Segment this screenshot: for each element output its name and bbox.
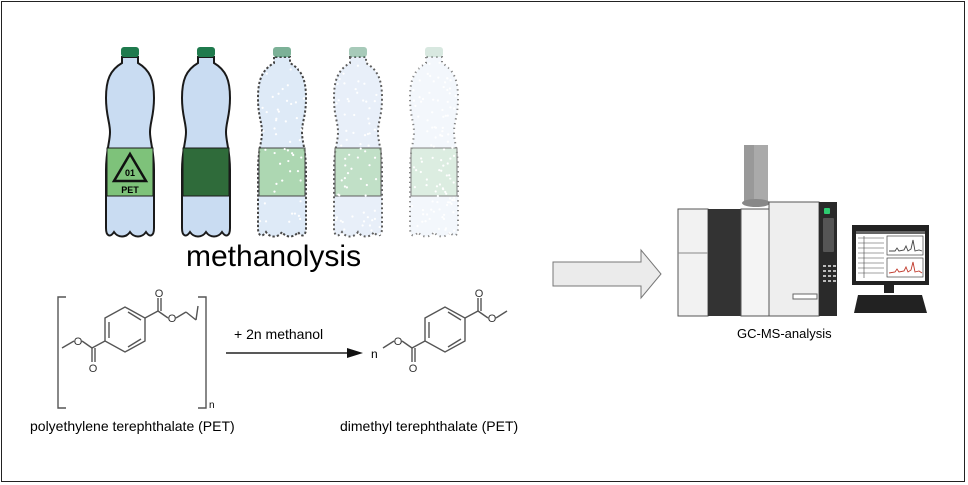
bottle-label — [182, 147, 230, 197]
oxygen-atom-label: O — [394, 336, 403, 348]
bottle — [332, 47, 384, 238]
dmt-structure — [382, 298, 508, 362]
bottle-cap — [273, 47, 291, 57]
oxygen-atom-label: O — [409, 363, 418, 375]
bottle-body — [332, 56, 384, 238]
chromatogram-bottom — [888, 261, 923, 274]
reagent-label: + 2n methanol — [234, 326, 324, 342]
product-coefficient: n — [371, 347, 378, 361]
right-bracket — [198, 296, 207, 409]
process-title: methanolysis — [186, 240, 362, 273]
oxygen-atom-label: O — [488, 313, 497, 325]
bottle-cap — [425, 47, 443, 57]
left-bracket — [57, 296, 66, 409]
oxygen-atom-label: O — [155, 288, 164, 300]
reactant-name: polyethylene terephthalate (PET) — [30, 418, 235, 434]
recycling-code: 01 — [125, 168, 135, 178]
oxygen-atom-label: O — [74, 336, 83, 348]
repeat-subscript: n — [209, 400, 215, 411]
keyboard — [854, 295, 927, 313]
bottle-cap — [197, 47, 215, 57]
gc-left-panel — [677, 208, 709, 317]
bottle-label — [410, 147, 458, 197]
computer-monitor — [852, 225, 929, 313]
instrument-caption: GC-MS-analysis — [737, 326, 832, 341]
oxygen-atom-label: O — [89, 363, 98, 375]
bottle-label — [334, 147, 382, 197]
bottle-cap — [349, 47, 367, 57]
bottle — [256, 47, 308, 238]
oxygen-atom-label: O — [475, 288, 484, 300]
chromatogram-top — [889, 239, 923, 252]
recycle-icon — [111, 151, 149, 183]
control-screen — [823, 218, 834, 252]
autosampler-tower — [742, 145, 770, 207]
bottle-cap — [121, 47, 139, 57]
product-name: dimethyl terephthalate (PET) — [340, 418, 519, 434]
gc-dark-panel — [708, 209, 741, 316]
reaction-arrow-head — [347, 348, 363, 358]
recycling-label: PET — [121, 185, 139, 195]
bottle — [180, 47, 232, 238]
gc-mid-panel — [740, 208, 770, 317]
bottle — [408, 47, 460, 238]
status-light — [824, 208, 830, 214]
oxygen-atom-label: O — [168, 313, 177, 325]
pet-structure — [61, 298, 199, 362]
